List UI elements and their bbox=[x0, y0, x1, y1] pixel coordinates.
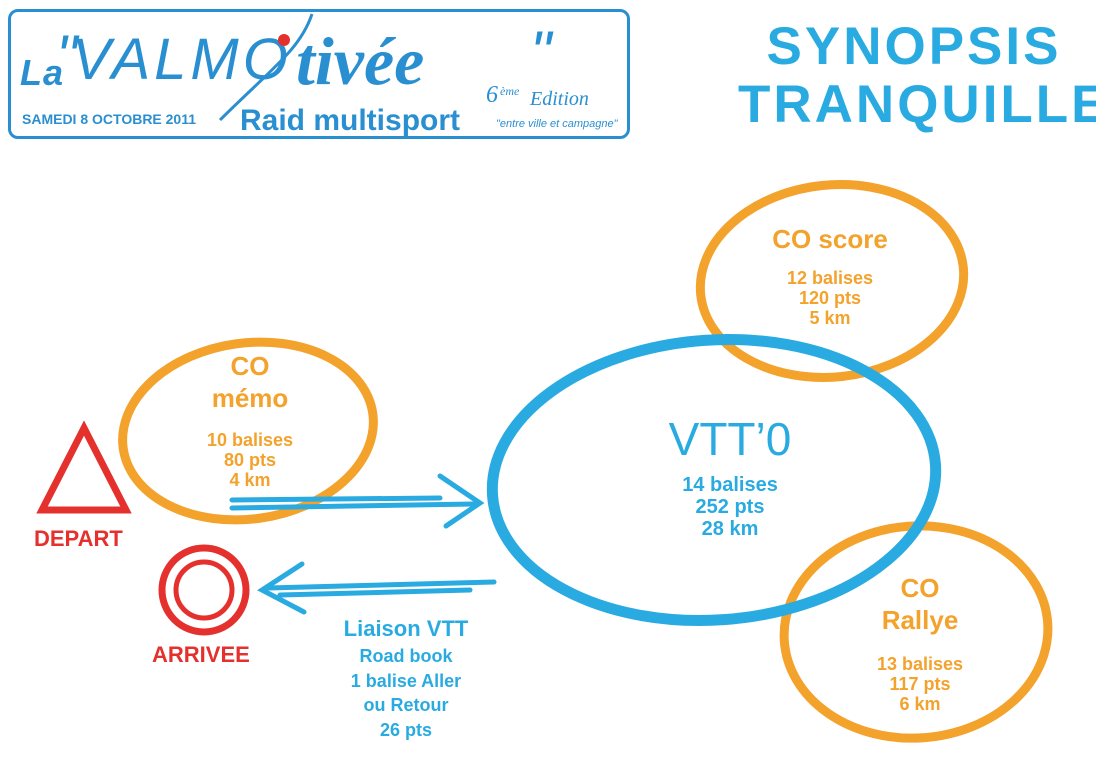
vtt-ellipse bbox=[486, 333, 942, 627]
depart-label: DEPART bbox=[34, 526, 123, 551]
edition-number: 6 bbox=[486, 82, 498, 108]
logo-quote-right: " bbox=[530, 19, 552, 86]
logo-swoosh-icon bbox=[218, 13, 314, 122]
page-title-line-1: SYNOPSIS bbox=[766, 17, 1062, 76]
co-rallye-stats: 13 balises 117 pts 6 km bbox=[876, 654, 964, 714]
logo-la: La bbox=[20, 52, 65, 93]
edition-word: Edition bbox=[530, 88, 589, 110]
event-tagline: "entre ville et campagne" bbox=[496, 118, 618, 130]
event-date: SAMEDI 8 OCTOBRE 2011 bbox=[22, 111, 197, 127]
co-memo-name: CO mémo bbox=[211, 351, 289, 413]
co-score-stats: 12 balises 120 pts 5 km bbox=[786, 268, 874, 328]
arrivee-label: ARRIVEE bbox=[152, 642, 250, 667]
co-memo-stats: 10 balises 80 pts 4 km bbox=[206, 430, 294, 490]
arrow-to-vtt bbox=[229, 473, 485, 529]
event-subtitle: Raid multisport bbox=[240, 104, 461, 137]
event-logo-frame bbox=[8, 9, 630, 139]
liaison-title: Liaison VTT bbox=[343, 616, 469, 641]
logo-tivee: tivée bbox=[296, 23, 425, 99]
co-rallye-name: CO Rallye bbox=[881, 573, 959, 635]
depart-triangle-icon bbox=[36, 420, 132, 514]
co-memo-ellipse bbox=[118, 337, 378, 525]
logo-cyclist-head-icon bbox=[278, 34, 290, 46]
liaison-details: Road book 1 balise Aller ou Retour 26 pt… bbox=[350, 646, 462, 740]
page-title-line-2: TRANQUILLE bbox=[738, 75, 1096, 134]
vtt-name: VTT’0 bbox=[668, 413, 792, 465]
edition-suffix: ème bbox=[500, 84, 520, 98]
co-score-name: CO score bbox=[772, 224, 888, 254]
vtt-stats: 14 balises 252 pts 28 km bbox=[682, 474, 778, 540]
co-rallye-ellipse bbox=[779, 521, 1053, 743]
arrow-to-arrivee bbox=[257, 561, 497, 615]
arrivee-target-icon bbox=[158, 544, 250, 636]
logo-valmo: VALMO bbox=[72, 27, 292, 92]
co-score-ellipse bbox=[695, 180, 969, 382]
logo-quote-left: " bbox=[56, 23, 78, 90]
